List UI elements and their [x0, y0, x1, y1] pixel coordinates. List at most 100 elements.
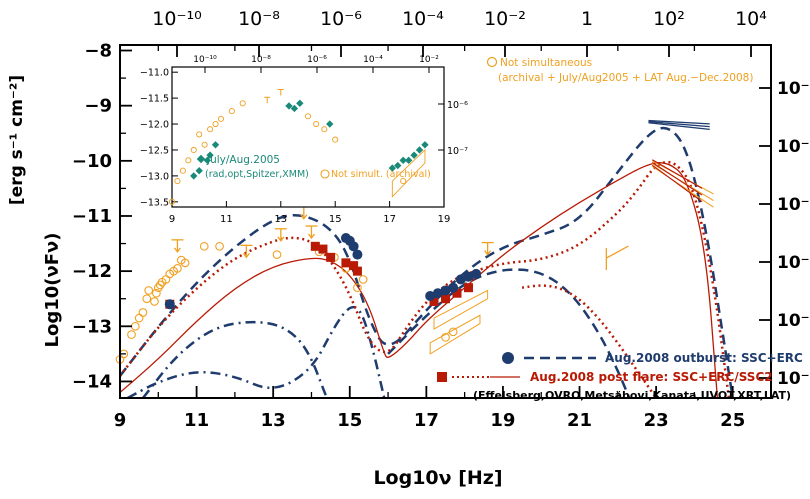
y-tick-label-3: −11	[72, 206, 112, 227]
legend-archival-symbol	[486, 56, 498, 68]
postflare-point-2	[318, 244, 328, 254]
inset-archival-point-13	[313, 120, 320, 128]
top-tick-label-0: 10⁻¹⁰	[152, 8, 201, 30]
archival-point-18	[180, 258, 190, 268]
right-tick-label-3: 10⁻¹	[777, 253, 810, 273]
top-tick-label-2: 10⁻⁶	[320, 8, 362, 30]
model-curve-6	[120, 162, 719, 398]
postflare-point-1	[310, 241, 320, 251]
inset-y-tick-label-1: −11.5	[140, 94, 169, 105]
inset-x-tick-label-4: 17	[383, 214, 396, 225]
inset-legend-green-line2: (rad,opt,Spitzer,XMM)	[205, 169, 309, 180]
legend-outburst-label: Aug.2008 outburst: SSC+ERC	[605, 351, 803, 365]
inset-green-point-10	[394, 161, 402, 170]
xray-bowtie-1	[429, 314, 481, 355]
y-tick-label-2: −10	[72, 151, 112, 172]
inset-legend-archival-symbol	[320, 169, 330, 179]
outburst-point-6	[432, 288, 443, 299]
inset-xray-bowtie	[391, 148, 426, 198]
legend-outburst-symbol	[502, 352, 514, 364]
inset-archival-point-15	[332, 136, 339, 143]
upper-limit-arrow-3	[300, 214, 308, 220]
x-tick-label-2: 13	[261, 410, 286, 431]
inset-green-point-3	[206, 151, 214, 159]
plot-frame	[119, 44, 772, 399]
model-curve-5	[521, 284, 658, 398]
legend-observatories: (Effelsberg,OVRO,Metsähovi,Kanata,UVOT,X…	[473, 389, 791, 402]
data-markers	[115, 206, 629, 364]
lat-outburst-bowtie-1	[648, 121, 710, 128]
inset-top-tick-label-4: 10⁻²	[419, 55, 439, 65]
inset-archival-point-3	[185, 157, 192, 164]
upper-limit-arrow-1	[242, 252, 250, 259]
legend-postflare-symbol	[437, 372, 447, 382]
inset-y-tick-label-2: −12.0	[140, 120, 169, 131]
inset-archival-point-10	[228, 108, 235, 115]
inset-y-tick-label-5: −13.5	[140, 197, 169, 208]
lat-bowtie-1-2	[651, 164, 703, 203]
top-tick-label-6: 10²	[653, 8, 685, 30]
upper-limit-arrow-2	[277, 236, 285, 242]
xray-bowtie-0	[433, 289, 489, 330]
archival-point-5	[138, 308, 148, 317]
inset-legend: July/Aug.2005 (rad,opt,Spitzer,XMM) Not …	[196, 154, 431, 180]
outburst-point-11	[471, 268, 482, 279]
inset-y-tick-label-3: −12.5	[140, 145, 169, 156]
inset-right-tick-label-1: 10⁻⁷	[447, 146, 468, 157]
y-tick-label-4: −12	[72, 261, 112, 282]
inset-green-point-7	[296, 99, 304, 107]
top-tick-label-1: 10⁻⁸	[238, 8, 280, 30]
postflare-point-6	[352, 266, 362, 276]
inset-archival-point-12	[304, 113, 312, 120]
archival-point-20	[215, 241, 224, 251]
y-tick-label-6: −14	[72, 371, 112, 392]
x-tick-label-7: 23	[644, 410, 669, 431]
model-curve-2	[127, 305, 386, 398]
inset-archival-point-14	[321, 126, 328, 133]
inset-y-tick-label-0: −11.0	[140, 68, 169, 79]
top-tick-label-5: 1	[581, 8, 593, 30]
inset-right-tick-label-0: 10⁻⁶	[447, 100, 468, 111]
inset-archival-point-4	[190, 146, 197, 154]
tev-limit-arrow	[606, 245, 629, 259]
right-tick-label-1: 10⁻¹	[777, 137, 810, 157]
upper-limit-arrow-4	[307, 233, 315, 240]
outburst-point-7	[440, 285, 451, 296]
model-curve-1	[387, 268, 631, 398]
x-tick-label-8: 25	[720, 410, 745, 431]
outburst-point-8	[448, 282, 459, 293]
inset-legend-archival-label: Not simult. (archival)	[331, 169, 431, 180]
inset-archival-point-6	[201, 141, 208, 148]
top-tick-label-4: 10⁻²	[484, 8, 526, 30]
legend-postflare-label: Aug.2008 post flare: SSC+ERC/SSC2	[530, 370, 773, 384]
archival-point-6	[142, 294, 152, 304]
inset-top-tick-label-3: 10⁻⁴	[363, 55, 383, 65]
inset-green-point-0	[190, 172, 198, 180]
inset-archival-point-16	[400, 178, 407, 185]
lat-bowtie-1-1	[651, 162, 703, 196]
archival-point-16	[173, 264, 182, 273]
lat-bowtie-1-0	[652, 159, 703, 189]
lat-outburst-bowtie-2	[648, 122, 710, 131]
x-tick-label-4: 17	[414, 410, 439, 431]
archival-point-25	[353, 283, 362, 293]
model-curves	[120, 119, 734, 398]
right-tick-label-4: 10⁻¹	[777, 311, 810, 331]
postflare-point-5	[349, 261, 359, 271]
postflare-point-3	[326, 252, 336, 262]
archival-point-19	[199, 241, 209, 251]
outburst-point-5	[425, 290, 436, 301]
archival-point-11	[155, 280, 165, 290]
right-tick-label-2: 10⁻¹	[777, 195, 810, 215]
inset-x-tick-label-3: 15	[329, 214, 342, 225]
inset-y-tick-label-4: −13.0	[140, 171, 169, 182]
x-tick-label-6: 21	[567, 410, 592, 431]
archival-point-9	[152, 288, 161, 298]
model-curve-4	[120, 160, 731, 398]
y-axis-label: Log10(νFν)	[42, 232, 63, 347]
inset-x-tick-label-1: 11	[220, 214, 233, 225]
postflare-point-9	[452, 288, 462, 298]
legend: Not simultaneous (archival + July/Aug200…	[437, 56, 803, 402]
